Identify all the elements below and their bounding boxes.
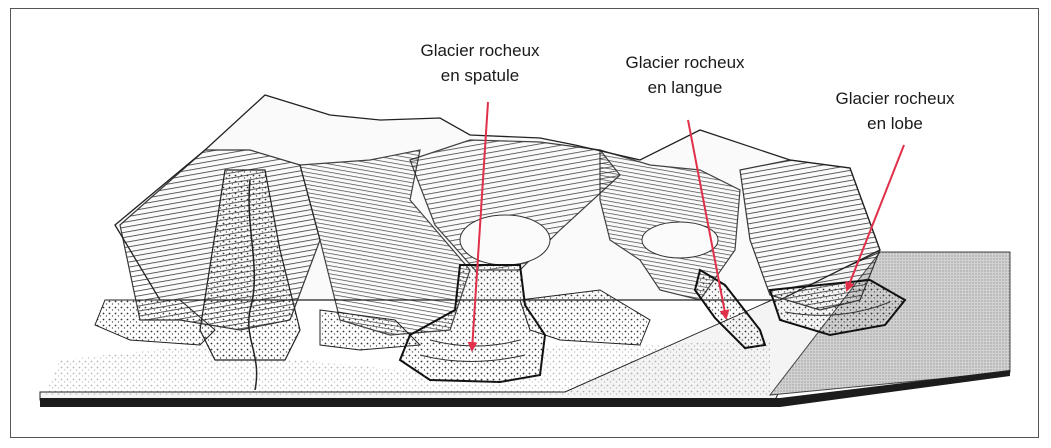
label-rock-glacier-lobe: Glacier rocheux en lobe xyxy=(815,86,975,136)
label-line1: Glacier rocheux xyxy=(605,50,765,75)
label-line1: Glacier rocheux xyxy=(400,38,560,63)
label-rock-glacier-langue: Glacier rocheux en langue xyxy=(605,50,765,100)
label-rock-glacier-spatule: Glacier rocheux en spatule xyxy=(400,38,560,88)
base-slab-edge xyxy=(40,398,780,407)
cirque-spatule-floor xyxy=(460,215,550,265)
label-line2: en lobe xyxy=(815,111,975,136)
label-line1: Glacier rocheux xyxy=(815,86,975,111)
label-line2: en spatule xyxy=(400,63,560,88)
cirque-langue-floor xyxy=(642,222,718,258)
label-line2: en langue xyxy=(605,75,765,100)
